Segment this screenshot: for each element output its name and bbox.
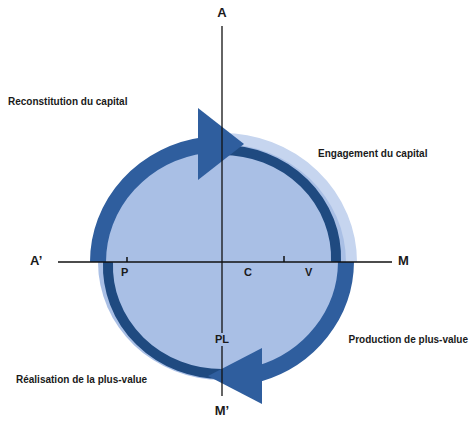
axis-label: A	[217, 6, 226, 21]
component-label: PL	[213, 333, 231, 346]
axis-tick	[283, 256, 285, 262]
axis-tick	[126, 257, 128, 262]
component-label: V	[305, 266, 312, 279]
axis-label: M’	[215, 404, 229, 419]
phase-label: Production de plus-value	[349, 334, 468, 346]
cycle-arrow	[258, 262, 346, 374]
inner-band	[108, 262, 222, 374]
phase-label: Reconstitution du capital	[8, 96, 127, 108]
phase-label: Réalisation de la plus-value	[16, 374, 147, 386]
component-label: P	[121, 266, 128, 279]
axis-label: A’	[30, 254, 42, 269]
axis-label: M	[398, 254, 409, 269]
component-label: C	[244, 266, 252, 279]
arrow-head	[208, 348, 262, 404]
phase-label: Engagement du capital	[318, 148, 427, 160]
arrow-head	[198, 108, 244, 180]
horizontal-axis	[58, 261, 392, 262]
cycle-arrow	[98, 145, 205, 262]
inner-band	[222, 150, 336, 262]
